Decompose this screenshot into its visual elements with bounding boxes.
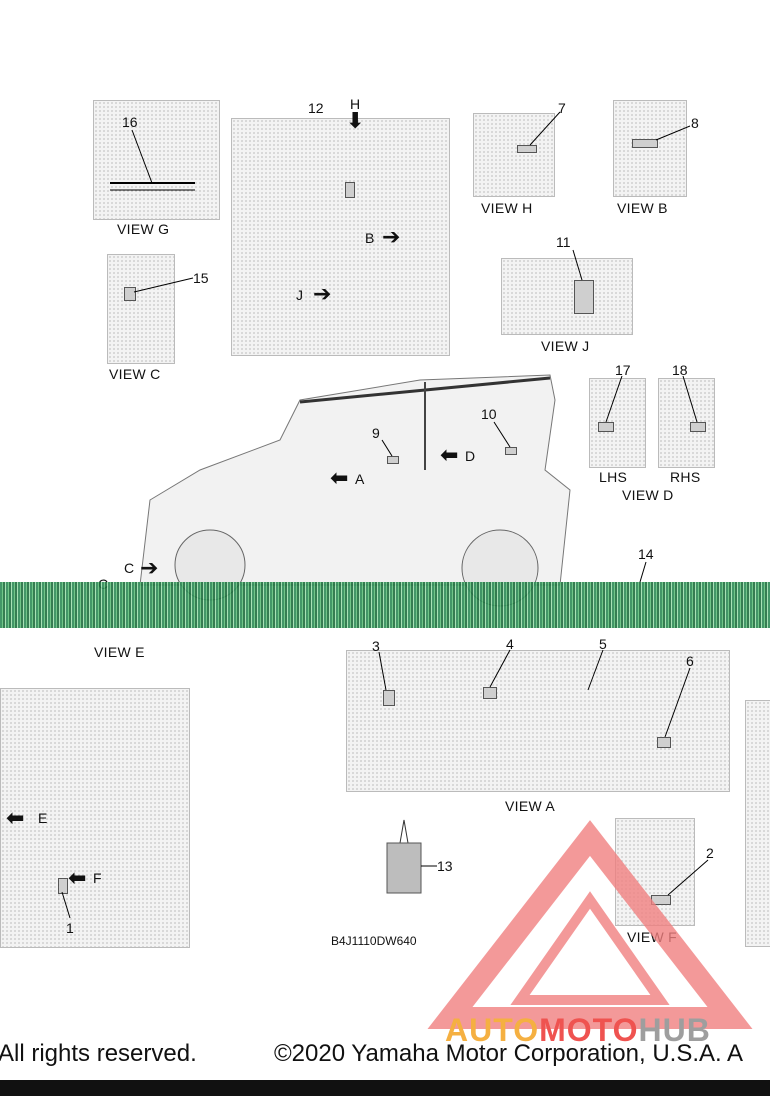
watermark-hub: HUB [638, 1012, 711, 1048]
view-a-illustration [346, 650, 730, 792]
arrow-a-label: A [355, 471, 365, 487]
view-j-illustration [501, 258, 633, 335]
callout-4: 4 [506, 636, 514, 652]
callout-1: 1 [66, 920, 74, 936]
scan-artifact-band [0, 582, 770, 628]
arrow-f-label: F [93, 870, 102, 886]
watermark-wordmark: AUTOMOTOHUB [445, 1012, 711, 1049]
label-11-marker [574, 280, 594, 314]
label-6-marker [657, 737, 671, 748]
callout-6: 6 [686, 653, 694, 669]
arrow-d-label: D [465, 448, 476, 464]
view-d-label: VIEW D [622, 487, 674, 503]
view-c-illustration [107, 254, 175, 364]
callout-8: 8 [691, 115, 699, 131]
view-d-lhs-label: LHS [599, 469, 628, 485]
bottom-bar [0, 1080, 770, 1096]
underside-illustration [231, 118, 450, 356]
callout-7: 7 [558, 100, 566, 116]
view-e-label: VIEW E [94, 644, 145, 660]
view-b-illustration [613, 100, 687, 197]
footer-right: ©2020 Yamaha Motor Corporation, U.S.A. A [274, 1040, 744, 1067]
callout-18: 18 [672, 362, 688, 378]
view-h-label: VIEW H [481, 200, 533, 216]
view-g-illustration [93, 100, 220, 220]
footer-left: All rights reserved. [0, 1040, 197, 1067]
arrow-f: ⬅ [68, 865, 87, 890]
callout-13: 13 [437, 858, 453, 874]
arrow-e: ⬅ [6, 805, 25, 830]
callout-2: 2 [706, 845, 714, 861]
label-15-marker [124, 287, 136, 301]
diagram-code: B4J1110DW640 [331, 934, 417, 948]
view-b-label: VIEW B [617, 200, 668, 216]
label-17-marker [598, 422, 614, 432]
label-8-marker [632, 139, 658, 148]
label-9-marker [387, 456, 399, 464]
label-10-marker [505, 447, 517, 455]
rear-view-illustration [0, 688, 190, 948]
arrow-a: ⬅ [330, 465, 349, 490]
arrow-c-label: C [124, 560, 135, 576]
callout-17: 17 [615, 362, 631, 378]
label-1-marker [58, 878, 68, 894]
view-a-label: VIEW A [505, 798, 556, 814]
label-12-marker [345, 182, 355, 198]
arrow-b: ➔ [382, 224, 401, 249]
callout-16: 16 [122, 114, 138, 130]
view-j-label: VIEW J [541, 338, 590, 354]
label-4-marker [483, 687, 497, 699]
watermark-moto: MOTO [539, 1012, 639, 1048]
view-h-illustration [473, 113, 555, 197]
callout-5: 5 [599, 636, 607, 652]
arrow-j-label: J [296, 287, 303, 303]
label-18-marker [690, 422, 706, 432]
arrow-e-label: E [38, 810, 48, 826]
arrow-h: ⬇ [346, 108, 365, 133]
watermark-auto: AUTO [445, 1012, 540, 1048]
right-edge-illustration [745, 700, 770, 947]
arrow-b-label: B [365, 230, 375, 246]
arrow-h-label: H [350, 96, 361, 112]
label-7-marker [517, 145, 537, 153]
view-c-label: VIEW C [109, 366, 161, 382]
view-g-label: VIEW G [117, 221, 170, 237]
label-3-marker [383, 690, 395, 706]
callout-15: 15 [193, 270, 209, 286]
callout-14: 14 [638, 546, 654, 562]
arrow-d: ⬅ [440, 442, 459, 467]
callout-3: 3 [372, 638, 380, 654]
callout-10: 10 [481, 406, 497, 422]
callout-11: 11 [556, 234, 571, 250]
arrow-j: ➔ [313, 281, 332, 306]
callout-9: 9 [372, 425, 380, 441]
view-d-rhs-label: RHS [670, 469, 701, 485]
callout-12: 12 [308, 100, 324, 116]
arrow-c: ➔ [140, 555, 159, 580]
